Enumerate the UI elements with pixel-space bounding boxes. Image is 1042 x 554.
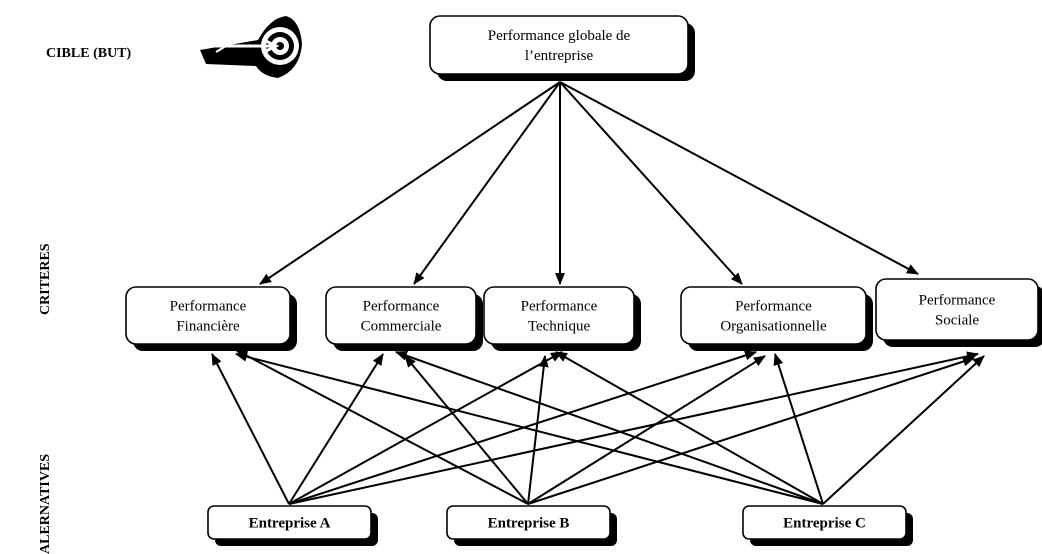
target-icon	[200, 16, 302, 78]
criterion-node-label: Performance	[919, 293, 996, 309]
edge-C-to-soc	[822, 355, 985, 505]
edge-goal-to-org	[559, 81, 743, 285]
criterion-node-label: Sociale	[935, 313, 979, 329]
alternatives-level-label: ALERNATIVES	[38, 454, 53, 554]
edge-B-to-com	[404, 355, 529, 505]
edge-A-to-fin	[211, 353, 290, 505]
edge-C-to-org	[773, 353, 824, 505]
alternative-node-box	[446, 505, 611, 540]
criterion-node-label: Performance	[735, 299, 812, 315]
nodes: Performance globale del’entreprisePerfor…	[125, 15, 1042, 546]
criterion-node-label: Organisationnelle	[720, 319, 827, 335]
criterion-node-label: Performance	[521, 299, 598, 315]
alternative-node-label: Entreprise A	[249, 516, 331, 532]
criterion-node-box	[875, 278, 1039, 341]
alternative-node-B: Entreprise B	[446, 505, 617, 546]
goal-node-goal: Performance globale de l’entreprise	[429, 15, 695, 81]
edge-A-to-com	[288, 353, 384, 505]
alternative-node-C: Entreprise C	[742, 505, 913, 546]
goal-label: CIBLE (BUT)	[46, 46, 132, 61]
edge-B-to-soc	[527, 356, 975, 505]
criterion-node-label: Performance	[170, 299, 247, 315]
edge-goal-to-com	[413, 81, 561, 285]
edge-A-to-tec	[288, 351, 563, 505]
edge-A-to-soc	[288, 351, 979, 505]
goal-node-box	[429, 15, 689, 75]
criterion-node-label: Technique	[528, 319, 591, 335]
edge-goal-to-soc	[559, 81, 919, 275]
edge-B-to-org	[527, 355, 766, 505]
alternative-node-box	[207, 505, 372, 540]
criterion-node-box	[483, 286, 635, 345]
criterion-node-label: Performance	[363, 299, 440, 315]
criterion-node-label: Financière	[176, 319, 240, 335]
edge-C-to-fin	[235, 351, 824, 505]
criterion-node-box	[125, 286, 291, 345]
alternative-node-label: Entreprise B	[488, 516, 570, 532]
edge-C-to-com	[395, 350, 824, 505]
edges	[211, 81, 985, 505]
goal-node-label: l’entreprise	[525, 48, 594, 64]
edge-C-to-tec	[555, 351, 824, 505]
edge-goal-to-fin	[259, 81, 561, 285]
criterion-node-box	[325, 286, 477, 345]
alternative-node-A: Entreprise A	[207, 505, 378, 546]
alternative-node-box	[742, 505, 907, 540]
goal-node-label: Performance globale de	[488, 28, 631, 44]
edge-B-to-fin	[235, 349, 529, 505]
criteria-level-label: CRITERES	[38, 243, 53, 315]
alternative-node-label: Entreprise C	[783, 516, 866, 532]
criterion-node-label: Commerciale	[361, 319, 442, 335]
criterion-node-box	[680, 286, 867, 345]
